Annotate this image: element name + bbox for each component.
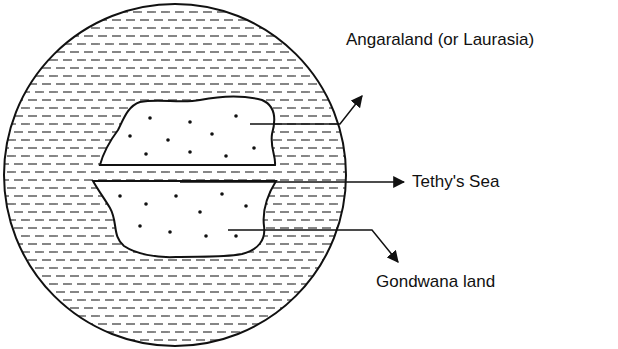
gondwana-landmass [93,181,276,257]
region-label: Angaraland (or Laurasia) [346,30,534,50]
angaraland-landmass [100,96,275,165]
land-dots [118,114,256,238]
globe [4,4,346,346]
leader-line [250,96,362,124]
region-label: Tethy's Sea [412,172,499,192]
region-label: Gondwana land [376,272,495,292]
leader-line [180,181,404,183]
leader-line [228,230,398,262]
